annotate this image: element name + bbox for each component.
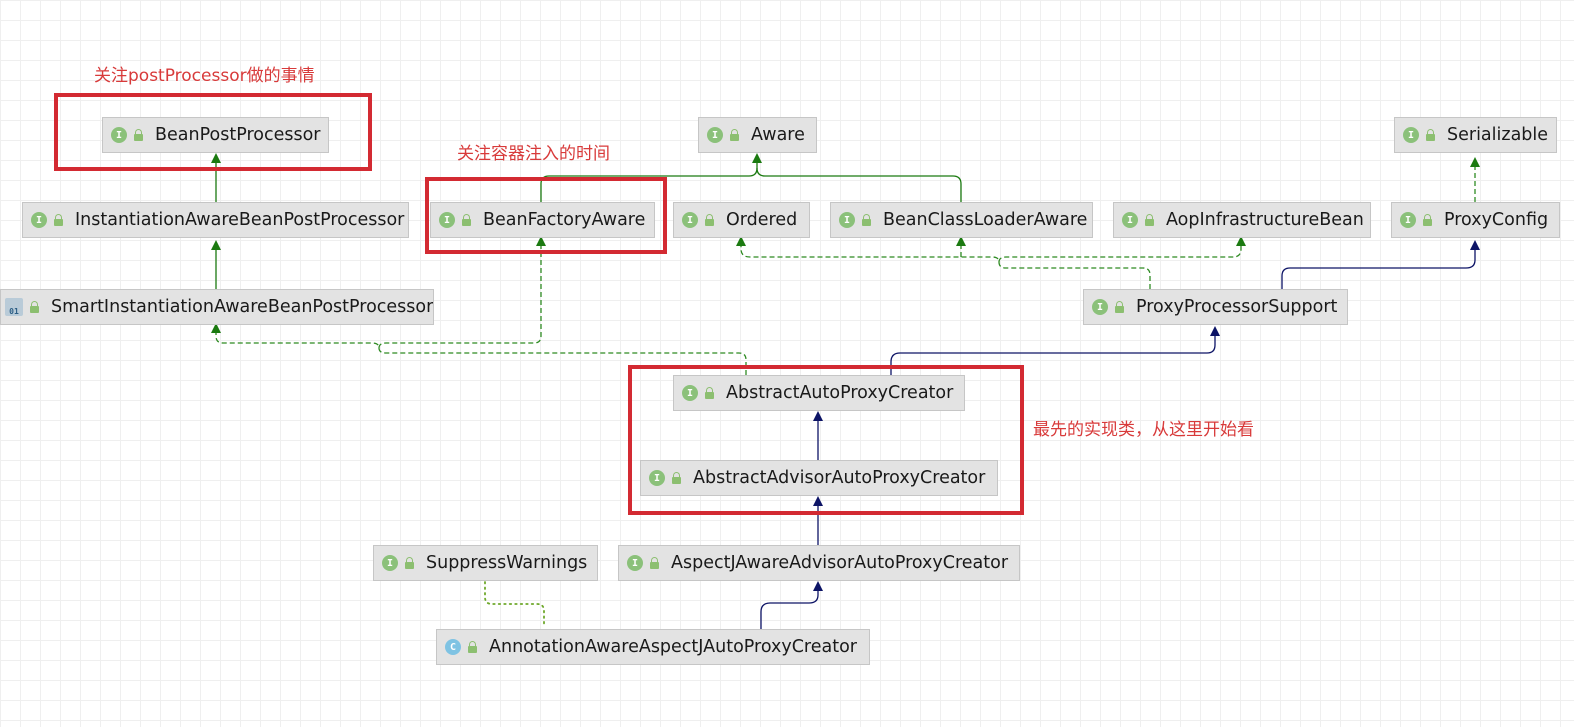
node-instantiation-aware-bean-post-processor[interactable]: I InstantiationAwareBeanPostProcessor	[22, 202, 409, 238]
interface-icon: I	[682, 385, 698, 401]
node-label: SmartInstantiationAwareBeanPostProcessor	[51, 297, 434, 317]
public-lock-icon	[1423, 213, 1432, 226]
edge-annotation-extends-aspectj	[760, 581, 823, 629]
node-proxy-config[interactable]: I ProxyConfig	[1391, 202, 1560, 238]
node-label: AnnotationAwareAspectJAutoProxyCreator	[489, 637, 857, 657]
node-label: Aware	[751, 125, 805, 145]
interface-icon: I	[439, 212, 455, 228]
public-lock-icon	[672, 471, 681, 484]
edge-abstractcreator-extends-support	[890, 326, 1220, 375]
interface-icon: I	[649, 470, 665, 486]
abstract-interface-icon: 01	[5, 298, 23, 316]
node-abstract-auto-proxy-creator[interactable]: I AbstractAutoProxyCreator	[673, 375, 965, 411]
node-label: ProxyConfig	[1444, 210, 1549, 230]
public-lock-icon	[1426, 128, 1435, 141]
interface-icon: I	[1092, 299, 1108, 315]
node-label: InstantiationAwareBeanPostProcessor	[75, 210, 405, 230]
interface-icon: I	[707, 127, 723, 143]
public-lock-icon	[30, 300, 39, 313]
node-aware[interactable]: I Aware	[698, 117, 817, 153]
note-post-processor: 关注postProcessor做的事情	[94, 66, 315, 86]
interface-icon: I	[31, 212, 47, 228]
edge-annotation-suppresswarnings	[484, 581, 545, 626]
public-lock-icon	[462, 213, 471, 226]
node-label: Serializable	[1447, 125, 1549, 145]
edge-support-extends-proxyconfig	[1281, 240, 1480, 289]
node-serializable[interactable]: I Serializable	[1394, 117, 1557, 153]
highlight-box-beanfactoryaware	[425, 177, 667, 254]
note-first-impl: 最先的实现类，从这里开始看	[1033, 420, 1254, 440]
interface-icon: I	[682, 212, 698, 228]
node-label: BeanFactoryAware	[483, 210, 646, 230]
public-lock-icon	[705, 213, 714, 226]
interface-icon: I	[382, 555, 398, 571]
edge-beanclassloaderaware-to-aware	[756, 167, 962, 202]
node-label: Ordered	[726, 210, 798, 230]
node-annotation-aware-aspectj-auto-proxy-creator[interactable]: C AnnotationAwareAspectJAutoProxyCreator	[436, 629, 870, 665]
class-icon: C	[445, 639, 461, 655]
edge-abstractcreator-implements-beanfactoryaware	[378, 236, 546, 349]
public-lock-icon	[1115, 300, 1124, 313]
node-label: AopInfrastructureBean	[1166, 210, 1364, 230]
node-label: SuppressWarnings	[426, 553, 588, 573]
node-bean-factory-aware[interactable]: I BeanFactoryAware	[430, 202, 655, 238]
public-lock-icon	[468, 640, 477, 653]
public-lock-icon	[405, 556, 414, 569]
public-lock-icon	[730, 128, 739, 141]
node-label: AbstractAutoProxyCreator	[726, 383, 954, 403]
interface-icon: I	[839, 212, 855, 228]
highlight-box-beanpostprocessor	[54, 93, 372, 171]
node-smart-instantiation-aware-bean-post-processor[interactable]: 01 SmartInstantiationAwareBeanPostProces…	[0, 289, 434, 325]
node-bean-post-processor[interactable]: I BeanPostProcessor	[102, 117, 329, 153]
node-aspectj-aware-advisor-auto-proxy-creator[interactable]: I AspectJAwareAdvisorAutoProxyCreator	[618, 545, 1020, 581]
node-label: BeanClassLoaderAware	[883, 210, 1088, 230]
node-label: AspectJAwareAdvisorAutoProxyCreator	[671, 553, 1009, 573]
interface-icon: I	[627, 555, 643, 571]
node-label: BeanPostProcessor	[155, 125, 321, 145]
public-lock-icon	[134, 128, 143, 141]
public-lock-icon	[705, 386, 714, 399]
highlight-box-first-impl	[628, 365, 1024, 515]
node-suppress-warnings[interactable]: I SuppressWarnings	[373, 545, 598, 581]
node-proxy-processor-support[interactable]: I ProxyProcessorSupport	[1083, 289, 1348, 325]
public-lock-icon	[650, 556, 659, 569]
node-label: AbstractAdvisorAutoProxyCreator	[693, 468, 986, 488]
public-lock-icon	[54, 213, 63, 226]
interface-icon: I	[111, 127, 127, 143]
public-lock-icon	[1145, 213, 1154, 226]
edge-support-implements-aopinfrastructurebean	[998, 236, 1246, 263]
node-ordered[interactable]: I Ordered	[673, 202, 810, 238]
node-aop-infrastructure-bean[interactable]: I AopInfrastructureBean	[1113, 202, 1371, 238]
edge-support-implements-ordered	[736, 236, 1151, 289]
interface-icon: I	[1122, 212, 1138, 228]
public-lock-icon	[862, 213, 871, 226]
node-label: ProxyProcessorSupport	[1136, 297, 1338, 317]
note-container-injection: 关注容器注入的时间	[457, 144, 610, 164]
node-bean-class-loader-aware[interactable]: I BeanClassLoaderAware	[830, 202, 1093, 238]
interface-icon: I	[1400, 212, 1416, 228]
node-abstract-advisor-auto-proxy-creator[interactable]: I AbstractAdvisorAutoProxyCreator	[640, 460, 998, 496]
interface-icon: I	[1403, 127, 1419, 143]
